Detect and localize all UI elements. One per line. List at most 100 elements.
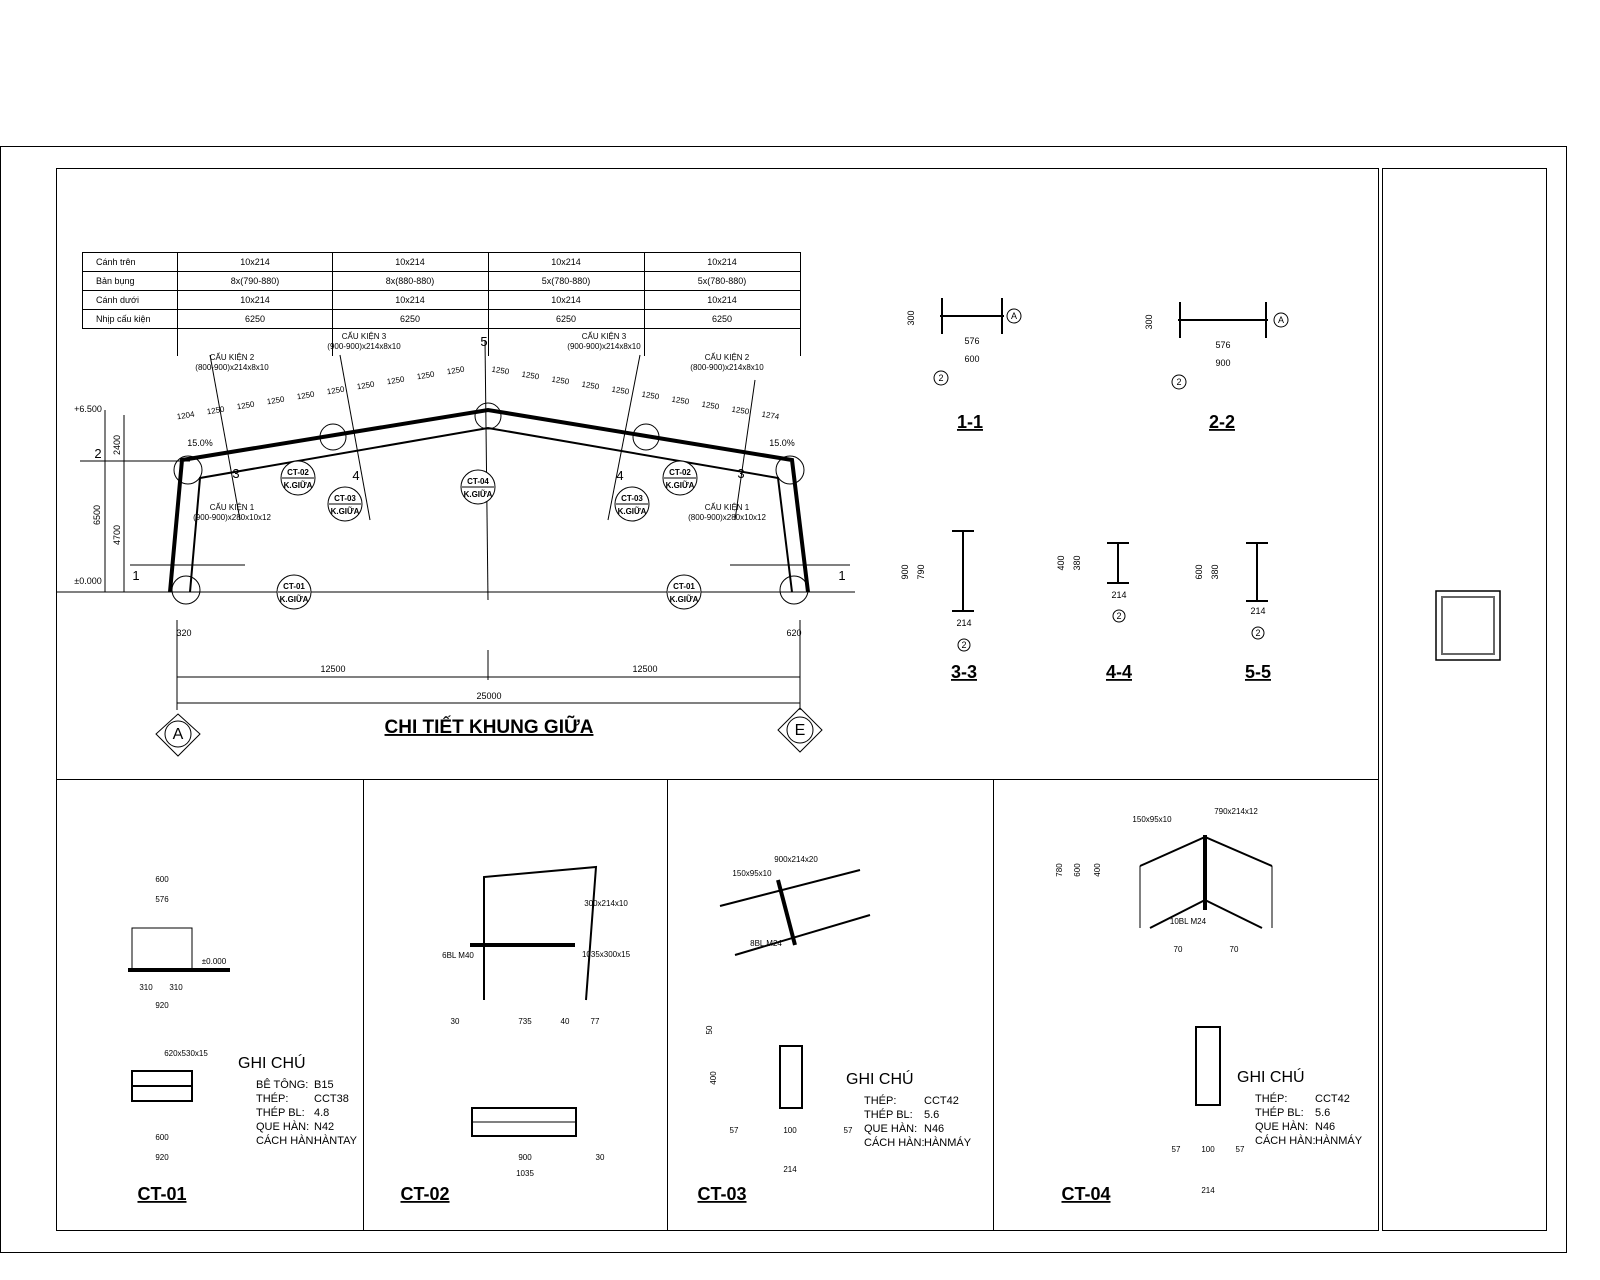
section-cut-mark: 1: [132, 568, 139, 583]
segment-length: 1250: [551, 375, 571, 387]
dimension: 6500: [92, 505, 102, 525]
dimension: 214: [1250, 606, 1265, 616]
table-row-label: Bản bụng: [96, 276, 135, 286]
drawing-frame: [56, 168, 1379, 1231]
callout-text: 900x214x20: [774, 855, 818, 864]
dimension: 310: [169, 983, 183, 992]
callout-text: 1035x300x15: [582, 950, 631, 959]
dimension: 320: [176, 628, 191, 638]
segment-length: 1250: [731, 405, 751, 417]
dimension: 57: [1172, 1145, 1181, 1154]
dimension: 50: [705, 1025, 714, 1034]
detail-location: K.GIỮA: [280, 595, 309, 604]
member-spec: (800-900)x280x10x12: [688, 513, 766, 522]
callout-text: ±0.000: [202, 957, 227, 966]
notes-title: GHI CHÚ: [1237, 1067, 1305, 1086]
dimension: 12500: [632, 664, 657, 674]
table-cell: 6250: [556, 314, 576, 324]
slope: 15.0%: [187, 438, 213, 448]
table-cell: 10x214: [395, 257, 425, 267]
note-value: HÀNTAY: [314, 1134, 358, 1147]
member-name: CẤU KIỆN 1: [705, 502, 750, 512]
detail-shapes: [128, 835, 1273, 1137]
dimension: 380: [1210, 564, 1220, 579]
detail-callout: CT-03K.GIỮA: [614, 486, 650, 522]
note-value: N46: [1315, 1121, 1335, 1133]
table-cell: 6250: [400, 314, 420, 324]
note-value: N42: [314, 1121, 334, 1133]
dimension: 214: [956, 618, 971, 628]
segment-length: 1250: [416, 370, 436, 382]
section-cut-mark: 1: [838, 568, 845, 583]
callout-text: 8BL M24: [750, 939, 782, 948]
segment-length: 1250: [326, 385, 346, 397]
axis-label-e: E: [795, 722, 806, 739]
dimension: 400: [1093, 863, 1102, 877]
dimension: 214: [1201, 1186, 1215, 1195]
note-key: CÁCH HÀN:: [1255, 1134, 1316, 1147]
table-row-label: Nhịp cấu kiện: [96, 314, 151, 324]
dimension: 310: [139, 983, 153, 992]
table-cell: 5x(780-880): [698, 276, 747, 286]
note-key: QUE HÀN:: [1255, 1120, 1308, 1133]
detail-label: CT-03: [697, 1184, 746, 1204]
note-key: CÁCH HÀN:: [864, 1136, 925, 1149]
dimension: 30: [451, 1017, 460, 1026]
detail-label: CT-04: [1061, 1184, 1110, 1204]
segment-length: 1250: [206, 405, 226, 417]
table-cell: 10x214: [551, 295, 581, 305]
detail-id: CT-02: [669, 468, 691, 477]
section-label: 4-4: [1106, 662, 1132, 682]
note-key: THÉP:: [864, 1094, 896, 1107]
callout-text: 150x95x10: [1132, 815, 1172, 824]
dimension: 214: [783, 1165, 797, 1174]
dimension: 920: [155, 1001, 169, 1010]
dimension: 100: [1201, 1145, 1215, 1154]
dimension: 300: [906, 310, 916, 325]
detail-location: K.GIỮA: [670, 595, 699, 604]
segment-length: 1250: [356, 380, 376, 392]
note-key: CÁCH HÀN:: [256, 1134, 317, 1147]
axis-label-a: A: [173, 726, 184, 743]
note-key: THÉP:: [256, 1092, 288, 1105]
detail-callout: CT-02K.GIỮA: [280, 460, 316, 496]
segment-length: 1250: [521, 370, 541, 382]
note-value: HÀNMÁY: [924, 1136, 972, 1149]
dimension: 40: [561, 1017, 570, 1026]
detail-label: CT-02: [400, 1184, 449, 1204]
note-key: QUE HÀN:: [864, 1122, 917, 1135]
dimension: 790: [916, 564, 926, 579]
portal-frame: [56, 339, 855, 757]
segment-length: 1250: [296, 390, 316, 402]
note-key: THÉP BL:: [1255, 1106, 1304, 1119]
level-mark: ±0.000: [74, 576, 101, 586]
detail-callout: CT-01K.GIỮA: [666, 574, 702, 610]
segment-length: 1250: [236, 400, 256, 412]
segment-length: 1250: [641, 390, 661, 402]
dimension: 300: [1144, 314, 1154, 329]
detail-callout: CT-02K.GIỮA: [662, 460, 698, 496]
section-cut-mark: 5: [480, 334, 487, 349]
dimension: 576: [964, 336, 979, 346]
note-value: 4.8: [314, 1107, 329, 1119]
segment-length: 1250: [386, 375, 406, 387]
dimension: 12500: [320, 664, 345, 674]
detail-callout: CT-04K.GIỮA: [460, 469, 496, 505]
section-label: 2-2: [1209, 412, 1235, 432]
frame-title: CHI TIẾT KHUNG GIỮA: [385, 716, 594, 738]
detail-callout: CT-01K.GIỮA: [276, 574, 312, 610]
dimension: 600: [1194, 564, 1204, 579]
dimension: 600: [1073, 863, 1082, 877]
dimension: 576: [155, 895, 169, 904]
bubble-number: 2: [1255, 628, 1260, 638]
callout-text: 6BL M40: [442, 951, 474, 960]
axis-tag: A: [1278, 315, 1284, 325]
section-label: 5-5: [1245, 662, 1271, 682]
note-value: 5.6: [924, 1109, 939, 1121]
dimension: 57: [1236, 1145, 1245, 1154]
detail-callout: CT-03K.GIỮA: [327, 486, 363, 522]
dimension: 576: [1215, 340, 1230, 350]
callout-text: 10BL M24: [1170, 917, 1207, 926]
table-cell: 10x214: [707, 257, 737, 267]
